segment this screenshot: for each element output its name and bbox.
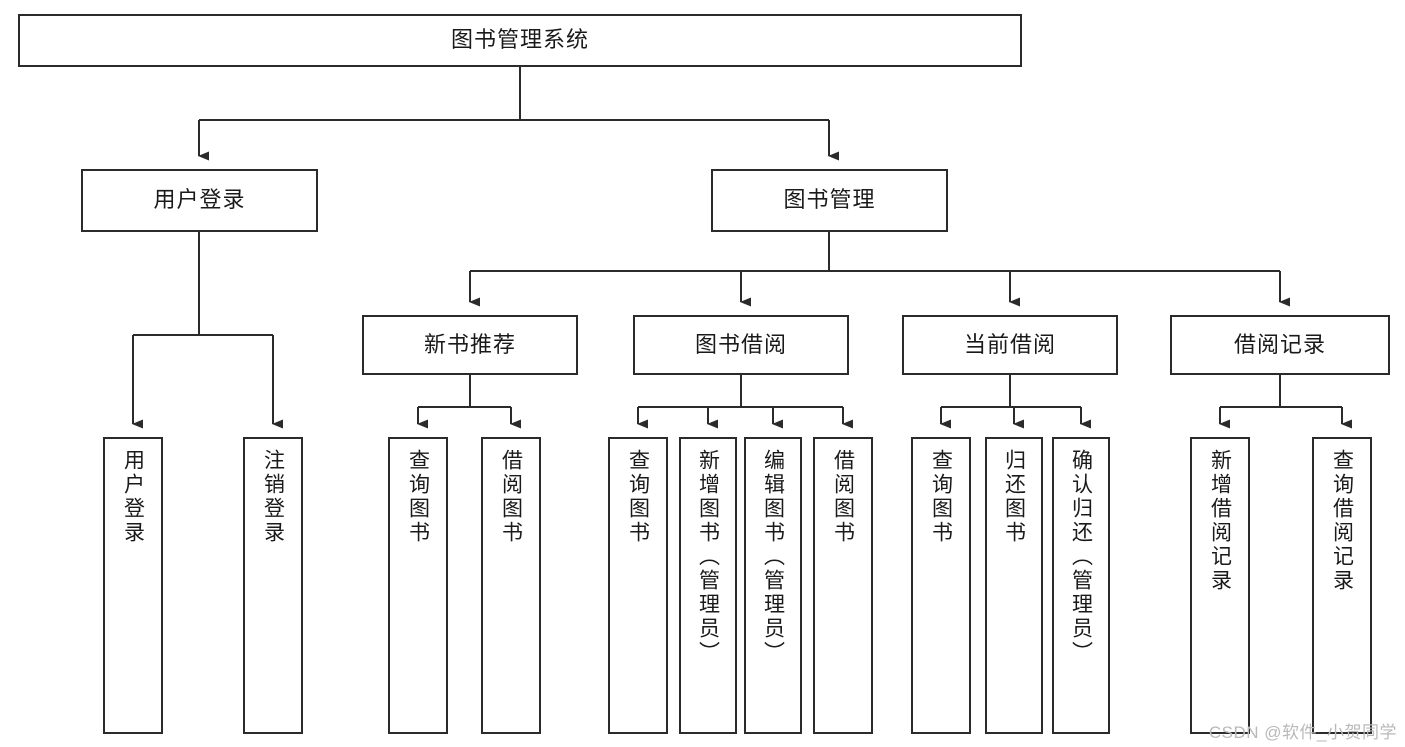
leaf-label: 借阅图书 [831, 449, 855, 545]
node-root[interactable]: 图书管理系统 [18, 14, 1022, 67]
node-user-login[interactable]: 用户登录 [81, 169, 318, 232]
node-current-borrow-label: 当前借阅 [963, 331, 1056, 357]
leaf-add-borrow-record[interactable]: 新增借阅记录 [1190, 437, 1250, 734]
leaf-label: 查询图书 [406, 449, 430, 545]
leaf-query-book-borrow[interactable]: 查询图书 [608, 437, 668, 734]
node-user-login-label: 用户登录 [153, 187, 246, 213]
leaf-label: 编辑图书（管理员） [761, 449, 785, 665]
node-borrow-record[interactable]: 借阅记录 [1170, 315, 1390, 375]
leaf-query-borrow-record[interactable]: 查询借阅记录 [1312, 437, 1372, 734]
leaf-query-book-recommend[interactable]: 查询图书 [388, 437, 448, 734]
leaf-logout[interactable]: 注销登录 [243, 437, 303, 734]
watermark: CSDN @软件_小贺同学 [1208, 723, 1397, 742]
leaf-label: 确认归还（管理员） [1069, 449, 1093, 665]
leaf-label: 查询借阅记录 [1330, 449, 1354, 593]
leaf-return-book[interactable]: 归还图书 [985, 437, 1043, 734]
node-new-book-recommend-label: 新书推荐 [423, 331, 516, 357]
leaf-label: 查询图书 [929, 449, 953, 545]
leaf-label: 用户登录 [121, 449, 145, 545]
leaf-query-book-current[interactable]: 查询图书 [911, 437, 971, 734]
leaf-label: 注销登录 [261, 449, 285, 545]
node-book-borrow-label: 图书借阅 [694, 331, 787, 357]
leaf-add-book-admin[interactable]: 新增图书（管理员） [679, 437, 737, 734]
leaf-label: 借阅图书 [499, 449, 523, 545]
leaf-borrow-book-recommend[interactable]: 借阅图书 [481, 437, 541, 734]
leaf-borrow-book[interactable]: 借阅图书 [813, 437, 873, 734]
node-book-management-label: 图书管理 [783, 187, 876, 213]
leaf-label: 新增借阅记录 [1208, 449, 1232, 593]
node-borrow-record-label: 借阅记录 [1233, 331, 1326, 357]
leaf-edit-book-admin[interactable]: 编辑图书（管理员） [744, 437, 802, 734]
node-new-book-recommend[interactable]: 新书推荐 [362, 315, 578, 375]
node-book-management[interactable]: 图书管理 [711, 169, 948, 232]
node-root-label: 图书管理系统 [450, 27, 589, 53]
node-book-borrow[interactable]: 图书借阅 [633, 315, 849, 375]
leaf-confirm-return-admin[interactable]: 确认归还（管理员） [1052, 437, 1110, 734]
leaf-label: 归还图书 [1002, 449, 1026, 545]
leaf-user-login[interactable]: 用户登录 [103, 437, 163, 734]
leaf-label: 查询图书 [626, 449, 650, 545]
node-current-borrow[interactable]: 当前借阅 [902, 315, 1118, 375]
leaf-label: 新增图书（管理员） [696, 449, 720, 665]
